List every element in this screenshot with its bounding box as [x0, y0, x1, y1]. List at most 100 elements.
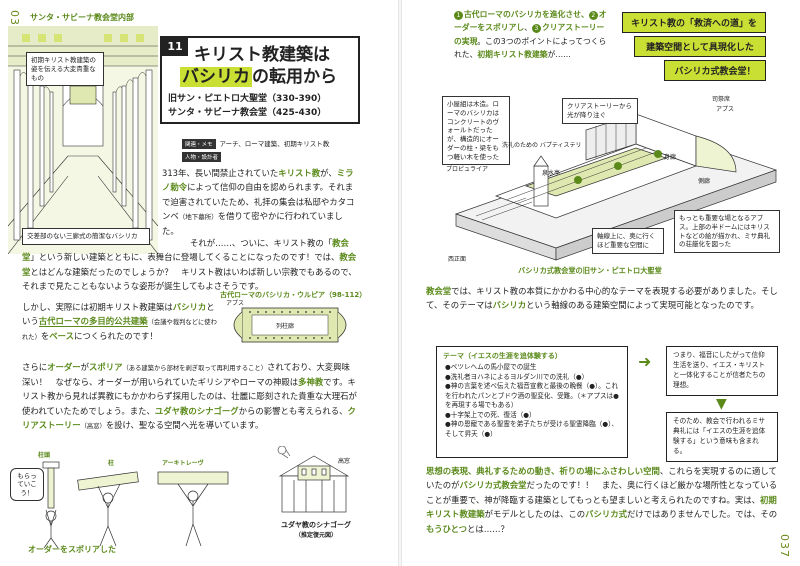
- keyword: バシリカ式教会堂: [459, 480, 527, 491]
- cutaway-caption: バシリカ式教会堂の旧サン・ピエトロ大聖堂: [518, 266, 662, 275]
- text: という軸線のある建築空間によって実現可能となったのです。: [526, 300, 759, 311]
- spolia-caption: オーダーをスポリアした: [28, 545, 116, 554]
- text: からの影響とも考えられる、: [238, 405, 348, 416]
- label-nave: 身廊: [664, 154, 677, 161]
- text: という: [22, 302, 215, 327]
- arrow-down-icon: ▼: [716, 396, 727, 412]
- banner-line-1: キリスト教の「救済への道」を: [622, 12, 766, 33]
- label-architrave: アーキトレーヴ: [162, 460, 204, 467]
- meta-tag-person: 人物・設計者: [182, 152, 222, 162]
- keyword: クリアストーリーの実現: [454, 23, 605, 46]
- synagogue-illustration: [277, 446, 350, 513]
- ulpia-caption: 古代ローマのバシリカ・ウルピア（98-112）: [220, 291, 367, 299]
- body-paragraph-1: 313年、長い間禁止されていたキリスト教が、ミラノ勅令によって信仰の自由を認めら…: [162, 166, 358, 238]
- text: 。この3つのポイントによってつくられた、: [454, 36, 607, 59]
- theme-item: ●神の言葉を述べ伝えた福音宣教と最後の晩餐（●）。これを行われたパンとブドウ酒の…: [445, 382, 619, 410]
- text: とは……？: [467, 523, 509, 534]
- text: では、キリスト教の本質にかかわる中心的なテーマを表現する必要がありました。そして…: [426, 286, 778, 311]
- keyword: 初期キリスト教建築: [477, 49, 548, 59]
- text-note: （地下墓所）: [178, 213, 218, 222]
- text: が: [80, 362, 89, 372]
- right-body-paragraph-2: 思想の表現、典礼するための動き、祈りの場にふさわしい空間、これらを実現するのに適…: [426, 464, 782, 536]
- basilica-ulpia-plan: [233, 307, 347, 343]
- label-column-capital: 柱頭: [38, 452, 51, 459]
- title-line-2-rest: の転用から: [252, 67, 337, 87]
- keyword: 教会堂: [22, 238, 349, 263]
- left-page: 036 サンタ・サビーナ教会堂内部: [0, 0, 398, 566]
- keyword: スポリア: [89, 362, 123, 372]
- keyword: クリアストーリー: [22, 405, 356, 431]
- old-st-peter-cutaway: [454, 113, 778, 261]
- text: につくられたのです！: [73, 331, 158, 342]
- right-body-paragraph-1: 教会堂では、キリスト教の本質にかかわる中心的なテーマを表現する必要がありました。…: [426, 284, 782, 313]
- keyword: もうひとつ: [426, 523, 468, 534]
- label-column: 柱: [108, 460, 115, 467]
- synagogue-caption-sub: （推定復元図）: [294, 532, 337, 539]
- text-note: （高窓）: [80, 423, 106, 431]
- subtitle-st-peter: 旧サン・ピエトロ大聖堂（330-390）: [168, 94, 327, 104]
- text-note: （ある建築から部材を剥ぎ取って再利用すること）: [122, 365, 268, 372]
- chapter-number: 11: [162, 38, 188, 56]
- keyword: バシリカ: [172, 302, 207, 312]
- theme-item: ●神の恩寵である聖霊を弟子たちが受ける聖霊降臨（●）、そして昇天（●）: [445, 420, 618, 438]
- keyword: 古代ローマのバシリカを進化させ、: [464, 10, 589, 19]
- text: さらに: [22, 362, 48, 372]
- text: 、: [524, 23, 532, 33]
- banner-line-3: バシリカ式教会堂！: [664, 60, 766, 81]
- note-precious: 初期キリスト教建築の姿を伝える大変貴重なもの: [26, 52, 104, 87]
- point-2-badge: 2: [588, 10, 598, 20]
- label-fountain: 泉水亭: [542, 170, 561, 177]
- keyword: ユダヤ教のシナゴーグ: [154, 405, 239, 416]
- result-box-mass: そのため、教会で行われるミサ典礼には「イエスの生涯を追体験する」という意味も含ま…: [666, 412, 778, 462]
- note-wooden-roof: 小屋組は木造。ローマのバシリカはコンクリートのヴォールトだったが、構造的にオーダ…: [442, 96, 510, 166]
- keyword: 初期キリスト教建築: [426, 494, 777, 520]
- body-paragraph-2: それが……、ついに、キリスト教の「教会堂」という新しい建築とともに、表舞台に登場…: [22, 236, 358, 294]
- text: されており、大変興味深い！ なぜなら、オーダーが用いられていたギリシアやローマの…: [22, 362, 350, 387]
- meta-tag-related: 関連・メモ: [182, 139, 216, 149]
- text-note: （会議や裁判などに使われた）: [22, 319, 217, 342]
- theme-item: ●十字架上での死、復活（●）: [445, 410, 536, 419]
- title-line-2: バシリカの転用から: [180, 62, 337, 87]
- keyword: キリスト教: [278, 168, 321, 178]
- synagogue-caption: ユダヤ教のシナゴーグ （推定復元図）: [268, 520, 364, 539]
- label-clerestory: 高窓: [338, 458, 351, 465]
- interior-caption: サンタ・サビーナ教会堂内部: [30, 13, 134, 22]
- text: を設け、聖なる空間へ光を導いています。: [105, 420, 264, 431]
- text: では、: [314, 252, 340, 263]
- keyword: 思想の表現、典礼するための動き、祈りの場にふさわしい空間: [426, 466, 660, 476]
- text: が……: [547, 49, 571, 59]
- title-line-1: キリスト教建築は: [194, 45, 330, 65]
- keyword: 教会堂: [22, 252, 357, 277]
- spolia-illustration: [42, 461, 229, 548]
- text: だったのです！！ また、奥に行くほど厳かな場所性となっていることが重要で、神が降…: [426, 480, 778, 505]
- meta-person: 人物・設計者: [182, 152, 225, 162]
- arrow-right-icon: ➜: [638, 352, 652, 371]
- note-three-aisle: 交差部のない三廊式の簡潔なバシリカ: [22, 228, 150, 245]
- note-axis: 軸線上に、奥に行くほど重要な空間に: [592, 228, 664, 254]
- meta-related: 関連・メモアーチ、ローマ建築、初期キリスト教: [182, 138, 329, 149]
- label-propylaea: プロピュライア: [446, 166, 489, 173]
- synagogue-caption-main: ユダヤ教のシナゴーグ: [281, 521, 351, 529]
- title-highlight: バシリカ: [180, 67, 252, 87]
- ulpia-apse-label: アプス: [226, 300, 245, 307]
- keyword: ベース: [49, 331, 74, 342]
- subtitle-santa-sabina: サンタ・サビーナ教会堂（425-430）: [168, 108, 327, 118]
- text: しかし、実際には初期キリスト教建築は: [22, 302, 173, 312]
- banner-line-2: 建築空間として具現化した: [634, 36, 766, 57]
- keyword: 多神教: [298, 376, 324, 387]
- point-3-badge: 3: [531, 23, 541, 33]
- text: 313年、長い間禁止されていた: [162, 168, 279, 178]
- keyword: 古代ローマの多目的公共建築: [38, 316, 148, 328]
- text: がモデルとしたのは、この: [484, 509, 586, 520]
- body-paragraph-4: さらにオーダーがスポリア（ある建築から部材を剥ぎ取って再利用すること）されており…: [22, 360, 358, 433]
- theme-item: ●ベツレヘムの馬小屋での誕生: [445, 363, 537, 372]
- keyword: ミラノ勅令: [162, 168, 354, 193]
- text: とはどんな建築だったのでしょうか？ キリスト教はいわば新しい宗教でもあるので、そ…: [22, 266, 357, 292]
- chapter-title-box: 11 キリスト教建築は バシリカの転用から 旧サン・ピエトロ大聖堂（330-39…: [160, 36, 360, 124]
- text: です。キリスト教から見れば異教にもかかわらず採用したのは、壮麗に彫刻された貴重な…: [22, 376, 357, 416]
- theme-heading: テーマ（イエスの生涯を追体験する）: [443, 352, 562, 360]
- note-clerestory-light: クリアストーリーから光が降り注ぐ: [562, 98, 638, 124]
- text: を: [40, 331, 50, 342]
